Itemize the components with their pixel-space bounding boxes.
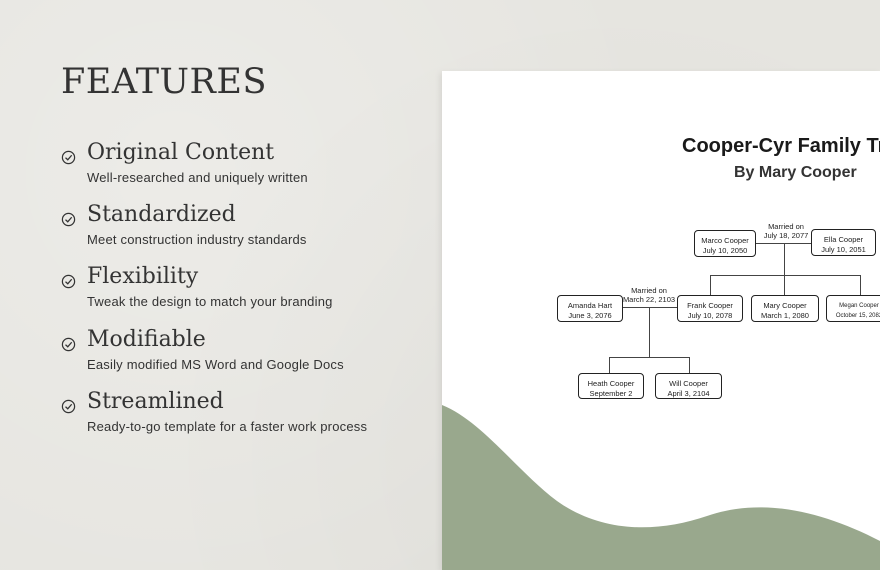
marriage-date: March 22, 2103: [622, 295, 676, 304]
marriage-label-text: Married on: [631, 286, 667, 295]
person-name: Ella Cooper: [823, 235, 864, 244]
document-subtitle: By Mary Cooper: [734, 164, 857, 181]
tree-connector: [784, 275, 786, 296]
person-date: September 2: [589, 389, 633, 398]
feature-description: Meet construction industry standards: [87, 232, 307, 247]
tree-connector: [689, 357, 691, 373]
feature-description: Well-researched and uniquely written: [87, 170, 308, 185]
feature-description: Easily modified MS Word and Google Docs: [87, 357, 344, 372]
tree-connector: [860, 275, 862, 296]
tree-connector: [623, 307, 679, 309]
family-tree-document: Cooper-Cyr Family Tree By Mary Cooper Ma…: [442, 71, 880, 570]
marriage-label: Married on March 22, 2103: [621, 286, 677, 304]
person-name: Heath Cooper: [587, 379, 635, 388]
person-date: October 15, 2082: [835, 313, 880, 319]
tree-connector: [753, 243, 823, 245]
person-date: July 10, 2050: [702, 246, 748, 255]
marriage-label-text: Married on: [768, 222, 804, 231]
person-node-frank-cooper: Frank Cooper July 10, 2078: [677, 295, 743, 322]
tree-connector: [649, 307, 651, 357]
person-name: Megan Cooper: [839, 303, 879, 309]
features-heading: FEATURES: [61, 62, 267, 102]
feature-name: Modifiable: [87, 327, 206, 352]
feature-description: Ready-to-go template for a faster work p…: [87, 419, 368, 434]
tree-connector: [784, 243, 786, 275]
check-circle-icon: [61, 337, 76, 352]
check-circle-icon: [61, 274, 76, 289]
feature-description: Tweak the design to match your branding: [87, 294, 333, 309]
check-circle-icon: [61, 399, 76, 414]
tree-connector: [710, 275, 712, 296]
person-date: July 10, 2051: [821, 245, 866, 254]
person-node-heath-cooper: Heath Cooper September 2: [578, 373, 644, 399]
person-name: Will Cooper: [669, 379, 708, 388]
feature-name: Flexibility: [87, 264, 199, 289]
check-circle-icon: [61, 150, 76, 165]
person-name: Mary Cooper: [763, 301, 807, 310]
person-node-megan-cooper: Megan Cooper October 15, 2082: [826, 295, 880, 322]
tree-connector: [609, 357, 611, 373]
person-date: April 3, 2104: [667, 389, 710, 398]
document-title: Cooper-Cyr Family Tree: [682, 135, 880, 157]
person-node-marco-cooper: Marco Cooper July 10, 2050: [694, 230, 756, 257]
person-node-ella-cooper: Ella Cooper July 10, 2051: [811, 229, 876, 256]
person-date: July 10, 2078: [687, 311, 733, 320]
feature-name: Streamlined: [87, 389, 224, 414]
person-node-mary-cooper: Mary Cooper March 1, 2080: [751, 295, 819, 322]
marriage-label: Married on July 18, 2077: [758, 222, 814, 240]
person-date: March 1, 2080: [761, 311, 809, 320]
green-wave-decoration: [442, 405, 880, 570]
tree-connector: [609, 357, 690, 359]
person-node-will-cooper: Will Cooper April 3, 2104: [655, 373, 722, 399]
person-node-amanda-hart: Amanda Hart June 3, 2076: [557, 295, 623, 322]
marriage-date: July 18, 2077: [763, 231, 809, 240]
tree-connector: [710, 275, 861, 277]
feature-name: Original Content: [87, 140, 275, 165]
person-name: Frank Cooper: [687, 301, 733, 310]
feature-name: Standardized: [87, 202, 236, 227]
person-name: Amanda Hart: [567, 301, 613, 310]
person-name: Marco Cooper: [701, 236, 749, 245]
check-circle-icon: [61, 212, 76, 227]
person-date: June 3, 2076: [568, 311, 612, 320]
